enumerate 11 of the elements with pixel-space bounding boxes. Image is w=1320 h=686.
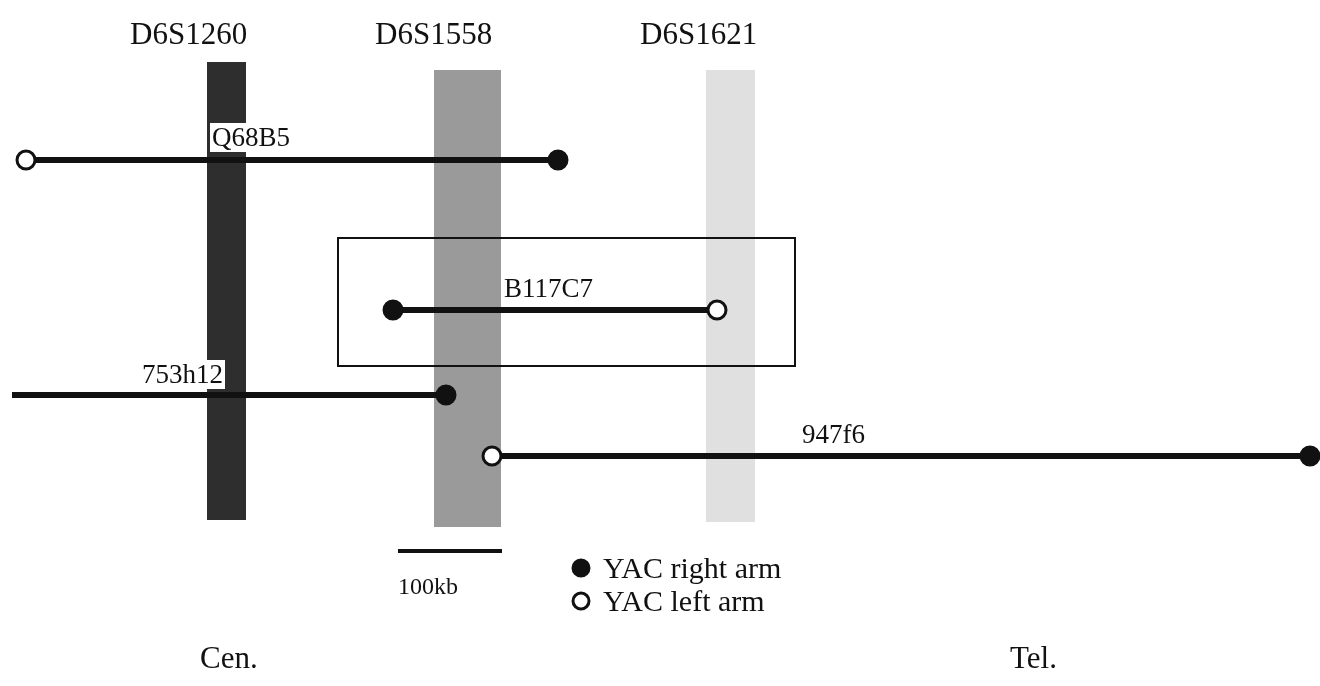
legend-label: YAC right arm (603, 553, 782, 583)
centromere-label: Cen. (200, 642, 258, 673)
marker-label: D6S1260 (130, 18, 248, 49)
scale-label: 100kb (398, 574, 458, 598)
marker-label: D6S1621 (640, 18, 758, 49)
clone-label: Q68B5 (210, 123, 292, 152)
telomere-label: Tel. (1010, 642, 1057, 673)
marker-label: D6S1558 (375, 18, 493, 49)
highlight-box (337, 237, 796, 367)
legend-label: YAC left arm (603, 586, 765, 616)
clone-label: 753h12 (140, 360, 225, 389)
